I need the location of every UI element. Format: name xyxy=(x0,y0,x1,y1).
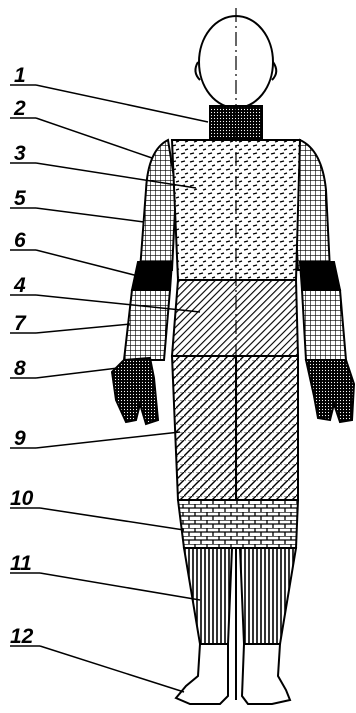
waist-zone xyxy=(172,280,298,356)
callout-9: 9 xyxy=(14,427,26,450)
callout-8: 8 xyxy=(14,357,26,380)
shin-zone-right xyxy=(240,548,296,644)
left-foot xyxy=(176,644,228,704)
right-foot xyxy=(242,644,290,704)
callout-3: 3 xyxy=(14,142,26,165)
callout-11: 11 xyxy=(10,552,32,575)
left-arm xyxy=(112,140,176,424)
callout-labels: 1 2 3 5 6 4 7 8 9 10 11 12 xyxy=(10,64,34,648)
callout-6: 6 xyxy=(14,229,26,252)
right-arm xyxy=(294,140,354,422)
callout-12: 12 xyxy=(10,625,34,648)
callout-4: 4 xyxy=(13,274,26,297)
callout-5: 5 xyxy=(14,187,26,210)
callout-7: 7 xyxy=(14,312,27,335)
callout-2: 2 xyxy=(13,97,26,120)
shin-zone xyxy=(184,548,232,644)
callout-10: 10 xyxy=(10,487,34,510)
callout-1: 1 xyxy=(14,64,26,87)
knee-zone xyxy=(178,500,298,548)
